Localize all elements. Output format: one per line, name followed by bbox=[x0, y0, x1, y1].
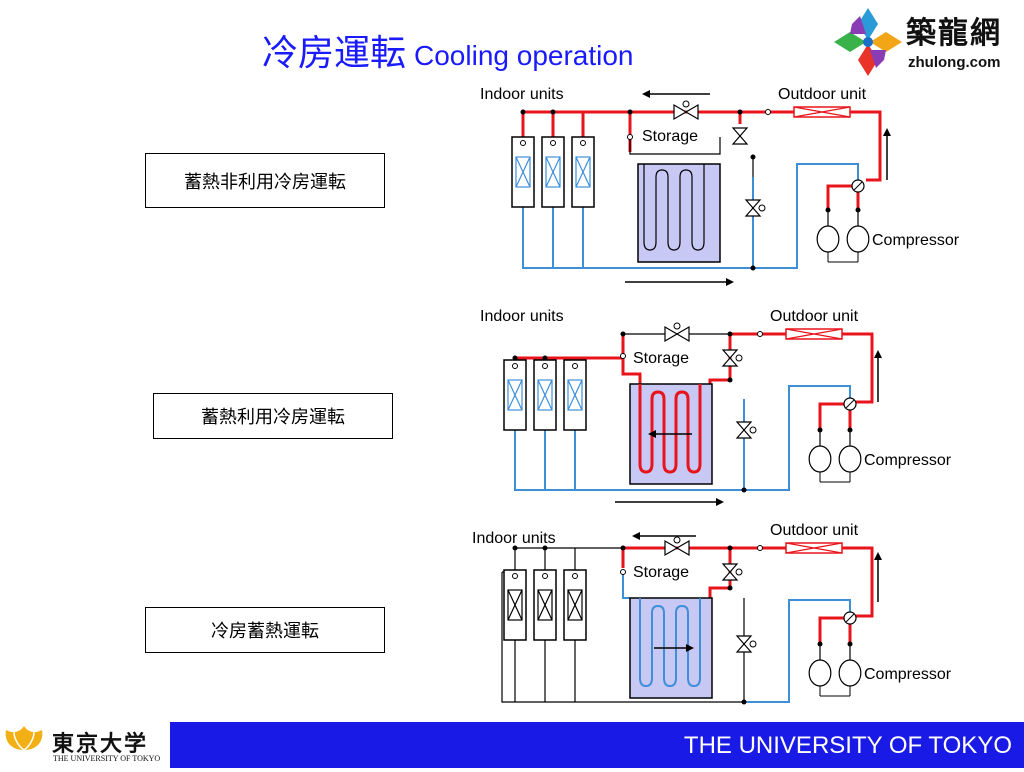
indoor-unit-icon bbox=[533, 569, 557, 641]
footer-bar: THE UNIVERSITY OF TOKYO bbox=[170, 722, 1024, 768]
return-pipe bbox=[744, 599, 851, 703]
compressor-icon bbox=[816, 210, 840, 262]
refrigerant-circuit-1 bbox=[511, 90, 891, 286]
circuit-diagram-3: Indoor units Outdoor unit Storage Compre… bbox=[460, 518, 1000, 733]
refrigerant-circuit-2 bbox=[503, 322, 882, 506]
compressor-icon bbox=[808, 644, 832, 696]
storage-tank-icon bbox=[629, 597, 713, 699]
mode-label-1: 蓄熱非利用冷房運転 bbox=[145, 153, 385, 208]
valve-icon bbox=[744, 199, 766, 217]
indoor-unit-icon bbox=[503, 569, 527, 641]
indoor-unit-icon bbox=[563, 569, 587, 641]
compressor-icon bbox=[838, 430, 862, 482]
supply-pipe bbox=[623, 546, 874, 618]
footer: 東京大学 THE UNIVERSITY OF TOKYO THE UNIVERS… bbox=[0, 722, 1024, 768]
circuit-diagram-1: Indoor units Outdoor unit Storage Compre… bbox=[460, 82, 1000, 297]
compressor-icon bbox=[838, 644, 862, 696]
return-pipe bbox=[514, 399, 745, 491]
compressor-label: Compressor bbox=[872, 232, 960, 249]
indoor-unit-icon bbox=[511, 136, 535, 208]
circuit-diagram-2: Indoor units Outdoor unit Storage Compre… bbox=[460, 304, 1000, 519]
valve-icon bbox=[731, 127, 749, 145]
valve-icon bbox=[664, 536, 690, 557]
outdoor-unit-label: Outdoor unit bbox=[770, 522, 859, 539]
valve-icon bbox=[735, 635, 757, 653]
storage-label: Storage bbox=[642, 128, 699, 145]
refrigerant-circuit-3 bbox=[501, 532, 882, 705]
valve-icon bbox=[735, 421, 757, 439]
valve-icon bbox=[664, 322, 690, 343]
valve-icon bbox=[673, 100, 699, 121]
outdoor-unit-label: Outdoor unit bbox=[778, 86, 867, 103]
indoor-unit-icon bbox=[563, 359, 587, 431]
footer-university-name: THE UNIVERSITY OF TOKYO bbox=[683, 732, 1012, 759]
storage-tank-icon bbox=[629, 137, 721, 263]
valve-icon bbox=[721, 349, 743, 367]
logo-name: 築龍網 bbox=[906, 16, 1002, 51]
university-logo-jp: 東京大学 bbox=[52, 731, 149, 757]
compressor-icon bbox=[808, 430, 832, 482]
compressor-label: Compressor bbox=[864, 666, 952, 683]
indoor-units-label: Indoor units bbox=[480, 308, 564, 325]
indoor-units-label: Indoor units bbox=[480, 86, 564, 103]
compressor-icon bbox=[846, 210, 870, 262]
logo-domain: zhulong.com bbox=[908, 54, 1001, 71]
title-en: Cooling operation bbox=[414, 40, 634, 71]
outdoor-unit-icon bbox=[785, 542, 843, 554]
outdoor-unit-label: Outdoor unit bbox=[770, 308, 859, 325]
title-jp: 冷房運転 bbox=[262, 33, 407, 74]
outdoor-unit-icon bbox=[785, 328, 843, 340]
compressor-label: Compressor bbox=[864, 452, 952, 469]
return-pipe bbox=[522, 177, 754, 269]
storage-label: Storage bbox=[633, 350, 690, 367]
university-logo-en: THE UNIVERSITY OF TOKYO bbox=[53, 754, 161, 763]
storage-tank-icon bbox=[629, 383, 713, 485]
zhulong-logo: 築龍網 zhulong.com bbox=[830, 4, 1020, 84]
university-logo: 東京大学 THE UNIVERSITY OF TOKYO bbox=[0, 724, 168, 768]
supply-pipe bbox=[521, 110, 882, 182]
mode-label-2: 蓄熱利用冷房運転 bbox=[153, 393, 393, 439]
valve-icon bbox=[721, 563, 743, 581]
indoor-unit-icon bbox=[541, 136, 565, 208]
indoor-unit-icon bbox=[571, 136, 595, 208]
zhulong-emblem-icon bbox=[834, 8, 902, 76]
mode-label-3: 冷房蓄熱運転 bbox=[145, 607, 385, 653]
indoor-unit-icon bbox=[533, 359, 557, 431]
indoor-units-label: Indoor units bbox=[472, 530, 556, 547]
outdoor-unit-icon bbox=[793, 106, 851, 118]
indoor-unit-icon bbox=[503, 359, 527, 431]
ginkgo-leaf-icon bbox=[5, 726, 43, 764]
storage-label: Storage bbox=[633, 564, 690, 581]
